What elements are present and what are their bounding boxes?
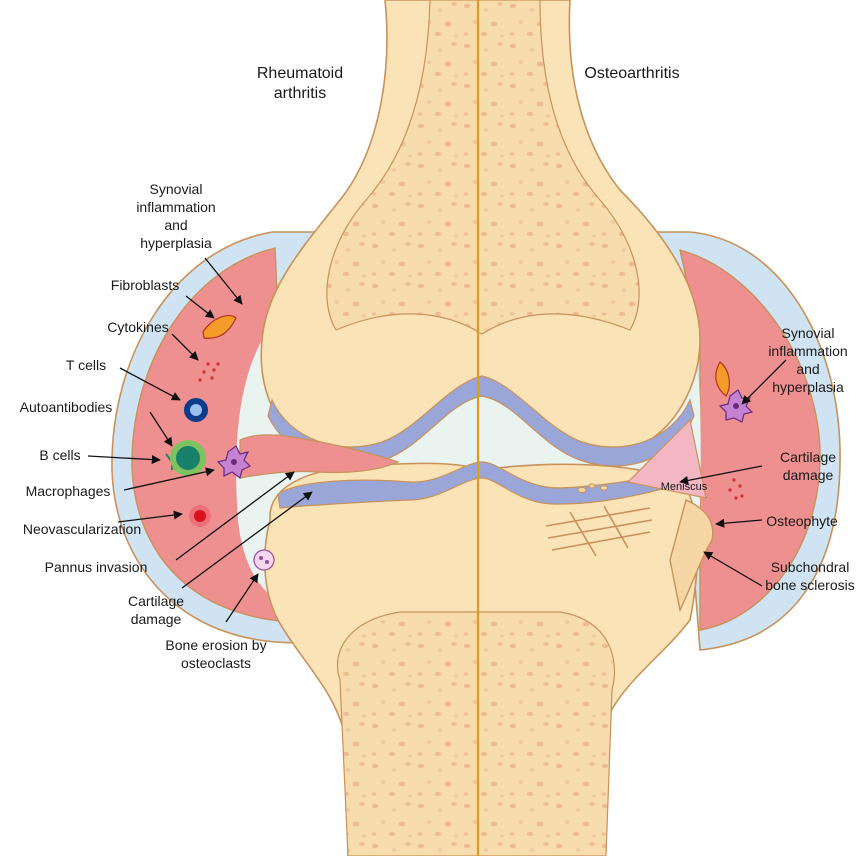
- label-meniscus: Meniscus: [661, 478, 707, 496]
- label-autoantibodies: Autoantibodies: [20, 398, 113, 416]
- label-sclerosis: Subchondral bone sclerosis: [765, 558, 855, 594]
- osteoclast-icon: [254, 550, 274, 570]
- t-cell-icon: [184, 398, 208, 422]
- label-b-cells: B cells: [39, 446, 80, 464]
- label-osteophyte: Osteophyte: [766, 512, 838, 530]
- label-neovascularization: Neovascularization: [23, 520, 141, 538]
- label-macrophages: Macrophages: [26, 482, 111, 500]
- heading-osteoarthritis: Osteoarthritis: [584, 64, 679, 84]
- label-t-cells: T cells: [66, 356, 106, 374]
- label-cytokines: Cytokines: [107, 318, 168, 336]
- label-bone-erosion: Bone erosion by osteoclasts: [165, 636, 266, 672]
- label-synovial-right: Synovial inflammation and hyperplasia: [768, 324, 847, 396]
- b-cell-icon: [170, 440, 206, 476]
- label-pannus: Pannus invasion: [45, 558, 148, 576]
- label-fibroblasts: Fibroblasts: [111, 276, 179, 294]
- blood-vessel-icon: [189, 505, 211, 527]
- label-cartilage-right: Cartilage damage: [780, 448, 836, 484]
- tibia-marrow: [338, 612, 615, 856]
- label-cartilage-left: Cartilage damage: [128, 592, 184, 628]
- label-synovial-left: Synovial inflammation and hyperplasia: [136, 180, 215, 252]
- heading-rheumatoid: Rheumatoid arthritis: [257, 64, 343, 104]
